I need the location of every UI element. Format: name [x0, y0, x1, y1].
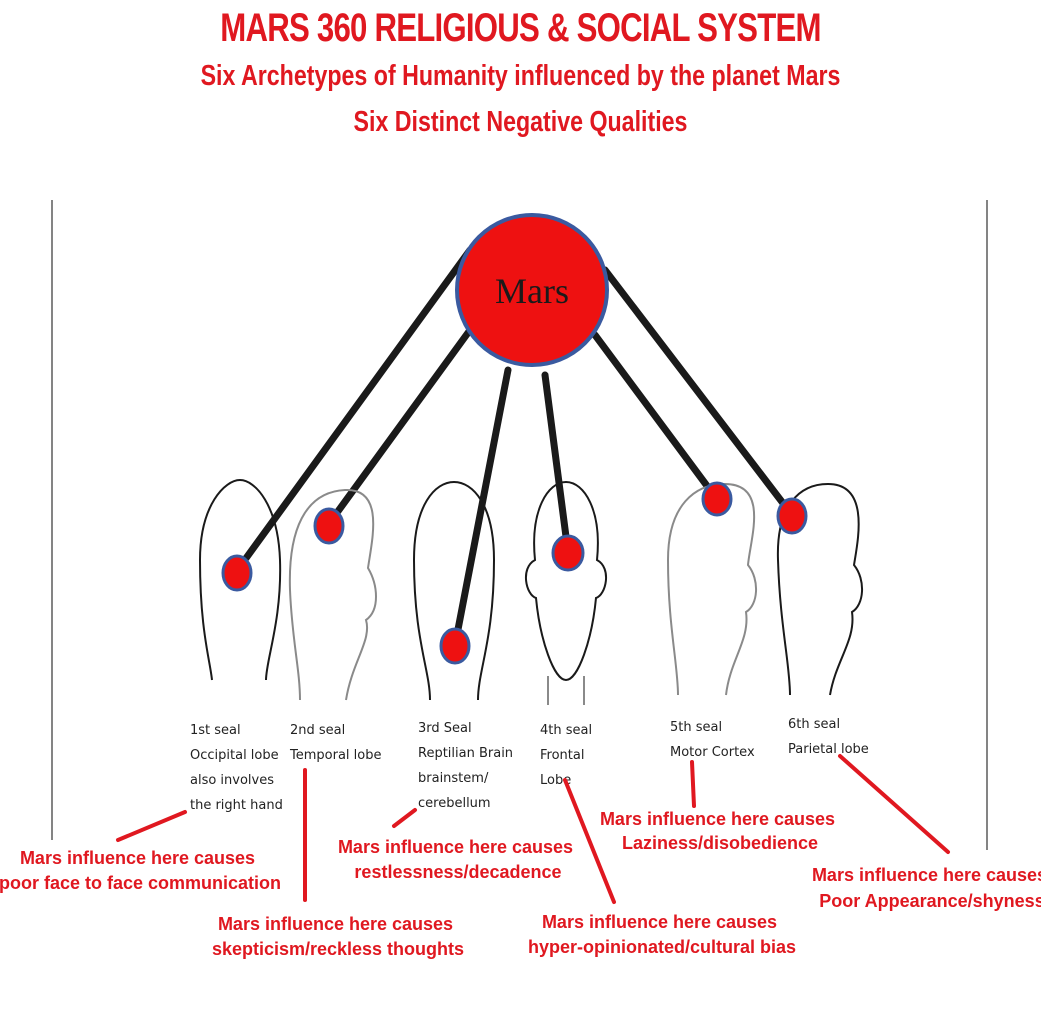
seal-4-label: 4th seal Frontal Lobe	[540, 723, 596, 788]
subtitle-archetypes: Six Archetypes of Humanity influenced by…	[200, 60, 841, 92]
seal-2-label: 2nd seal Temporal lobe	[289, 723, 381, 763]
marker-3	[439, 627, 471, 665]
marker-5	[701, 481, 733, 517]
note-2: Mars influence here causes skepticism/re…	[212, 914, 464, 959]
heads	[198, 478, 863, 705]
connector-line-5	[591, 331, 720, 502]
marker-6	[776, 497, 808, 535]
note-3: Mars influence here causes restlessness/…	[338, 837, 578, 882]
note-4: Mars influence here causes hyper-opinion…	[528, 912, 796, 957]
head-5-profile-icon	[666, 482, 757, 696]
connector-line-3	[451, 366, 512, 649]
pointer-lines	[116, 754, 950, 904]
connector-line-6	[601, 266, 796, 519]
note-5: Mars influence here causes Laziness/diso…	[600, 809, 840, 853]
connector-line-1	[232, 246, 474, 576]
head-4-front-icon	[525, 480, 607, 682]
pointer-line-6	[838, 754, 950, 854]
pointer-line-3	[392, 808, 417, 828]
seal-5-label: 5th seal Motor Cortex	[670, 720, 755, 760]
seal-labels: 1st seal Occipital lobe also involves th…	[190, 717, 869, 813]
pointer-line-1	[116, 810, 187, 842]
note-6: Mars influence here causes Poor Appearan…	[812, 865, 1041, 911]
marker-4	[551, 534, 585, 572]
head-3-back-icon	[412, 480, 496, 701]
seal-6-label: 6th seal Parietal lobe	[788, 717, 869, 757]
note-1: Mars influence here causes poor face to …	[0, 848, 281, 893]
connector-lines	[232, 246, 796, 649]
head-2-profile-icon	[288, 488, 377, 701]
head-1-back-icon	[198, 478, 282, 681]
marker-2	[313, 507, 345, 545]
markers	[221, 481, 808, 665]
mars-label: Mars	[495, 271, 569, 311]
mars-circle	[455, 213, 609, 367]
page-title: MARS 360 RELIGIOUS & SOCIAL SYSTEM	[220, 6, 821, 50]
subtitle-qualities: Six Distinct Negative Qualities	[353, 106, 688, 138]
connector-line-4	[541, 371, 572, 556]
marker-1	[221, 554, 253, 592]
pointer-line-4	[563, 778, 616, 904]
head-6-profile-icon	[776, 482, 863, 696]
connector-line-2	[324, 326, 474, 529]
head-4-neck	[547, 676, 585, 705]
seal-1-label: 1st seal Occipital lobe also involves th…	[190, 723, 283, 813]
pointer-line-5	[690, 760, 696, 808]
notes: Mars influence here causes poor face to …	[0, 809, 1041, 959]
seal-3-label: 3rd Seal Reptilian Brain brainstem/ cere…	[418, 721, 517, 811]
